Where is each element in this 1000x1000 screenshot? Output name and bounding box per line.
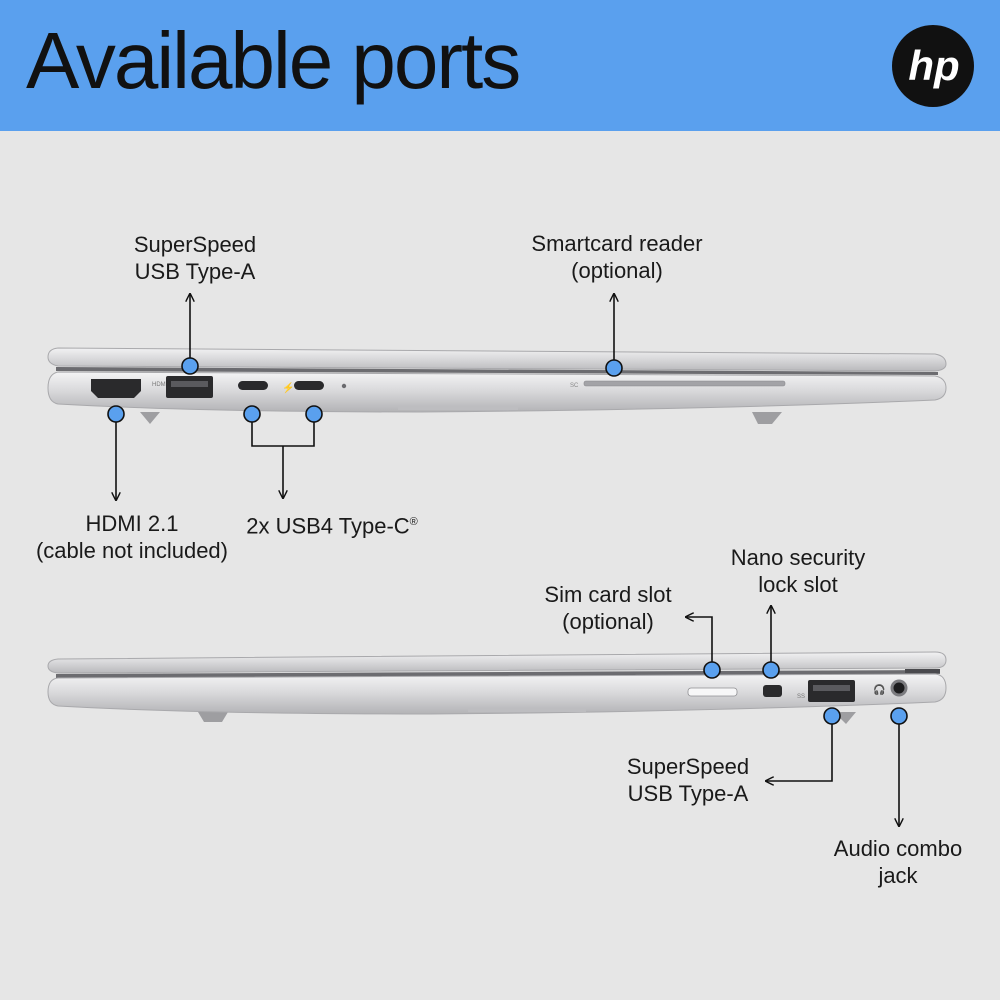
page-title: Available ports xyxy=(26,16,521,105)
callout-dot-usb-c-2 xyxy=(305,405,323,423)
nano-lock-slot xyxy=(763,685,782,697)
callout-dot-sim xyxy=(703,661,721,679)
svg-text:SS: SS xyxy=(797,694,805,700)
smartcard-slot xyxy=(583,380,786,387)
svg-text:SC: SC xyxy=(570,383,579,389)
callout-dot-usb-c-1 xyxy=(243,405,261,423)
hp-logo: hp xyxy=(892,25,974,107)
svg-text:⚡: ⚡ xyxy=(282,381,294,394)
sim-card-slot xyxy=(687,687,738,697)
label-smartcard: Smartcard reader (optional) xyxy=(531,231,703,283)
label-usb-c: 2x USB4 Type-C® xyxy=(246,513,418,539)
label-hdmi: HDMI 2.1 (cable not included) xyxy=(35,511,228,563)
svg-text:🎧: 🎧 xyxy=(873,683,885,696)
led-indicator xyxy=(341,383,347,389)
label-usb-a-left: SuperSpeed USB Type-A xyxy=(133,232,257,284)
callout-dot-smartcard xyxy=(605,359,623,377)
label-sim: Sim card slot (optional) xyxy=(544,582,672,634)
laptop-left-side: HDMI ⚡ SC xyxy=(47,347,947,424)
svg-text:HDMI: HDMI xyxy=(152,382,168,388)
label-audio: Audio combo jack xyxy=(833,836,963,888)
hdmi-port xyxy=(91,379,141,398)
laptop-right-side: SS 🎧 xyxy=(47,651,947,724)
hp-logo-text: hp xyxy=(908,42,959,89)
audio-jack xyxy=(893,682,905,694)
callout-dot-audio xyxy=(890,707,908,725)
usb-c-port-2 xyxy=(294,381,324,390)
callout-dot-usb-a-left xyxy=(181,357,199,375)
callout-dot-hdmi xyxy=(107,405,125,423)
callout-dot-lock xyxy=(762,661,780,679)
header-banner xyxy=(0,0,1000,131)
label-usb-a-right: SuperSpeed USB Type-A xyxy=(626,754,750,806)
callout-dot-usb-a-right xyxy=(823,707,841,725)
label-lock: Nano security lock slot xyxy=(730,545,866,597)
usb-c-port-1 xyxy=(238,381,268,390)
